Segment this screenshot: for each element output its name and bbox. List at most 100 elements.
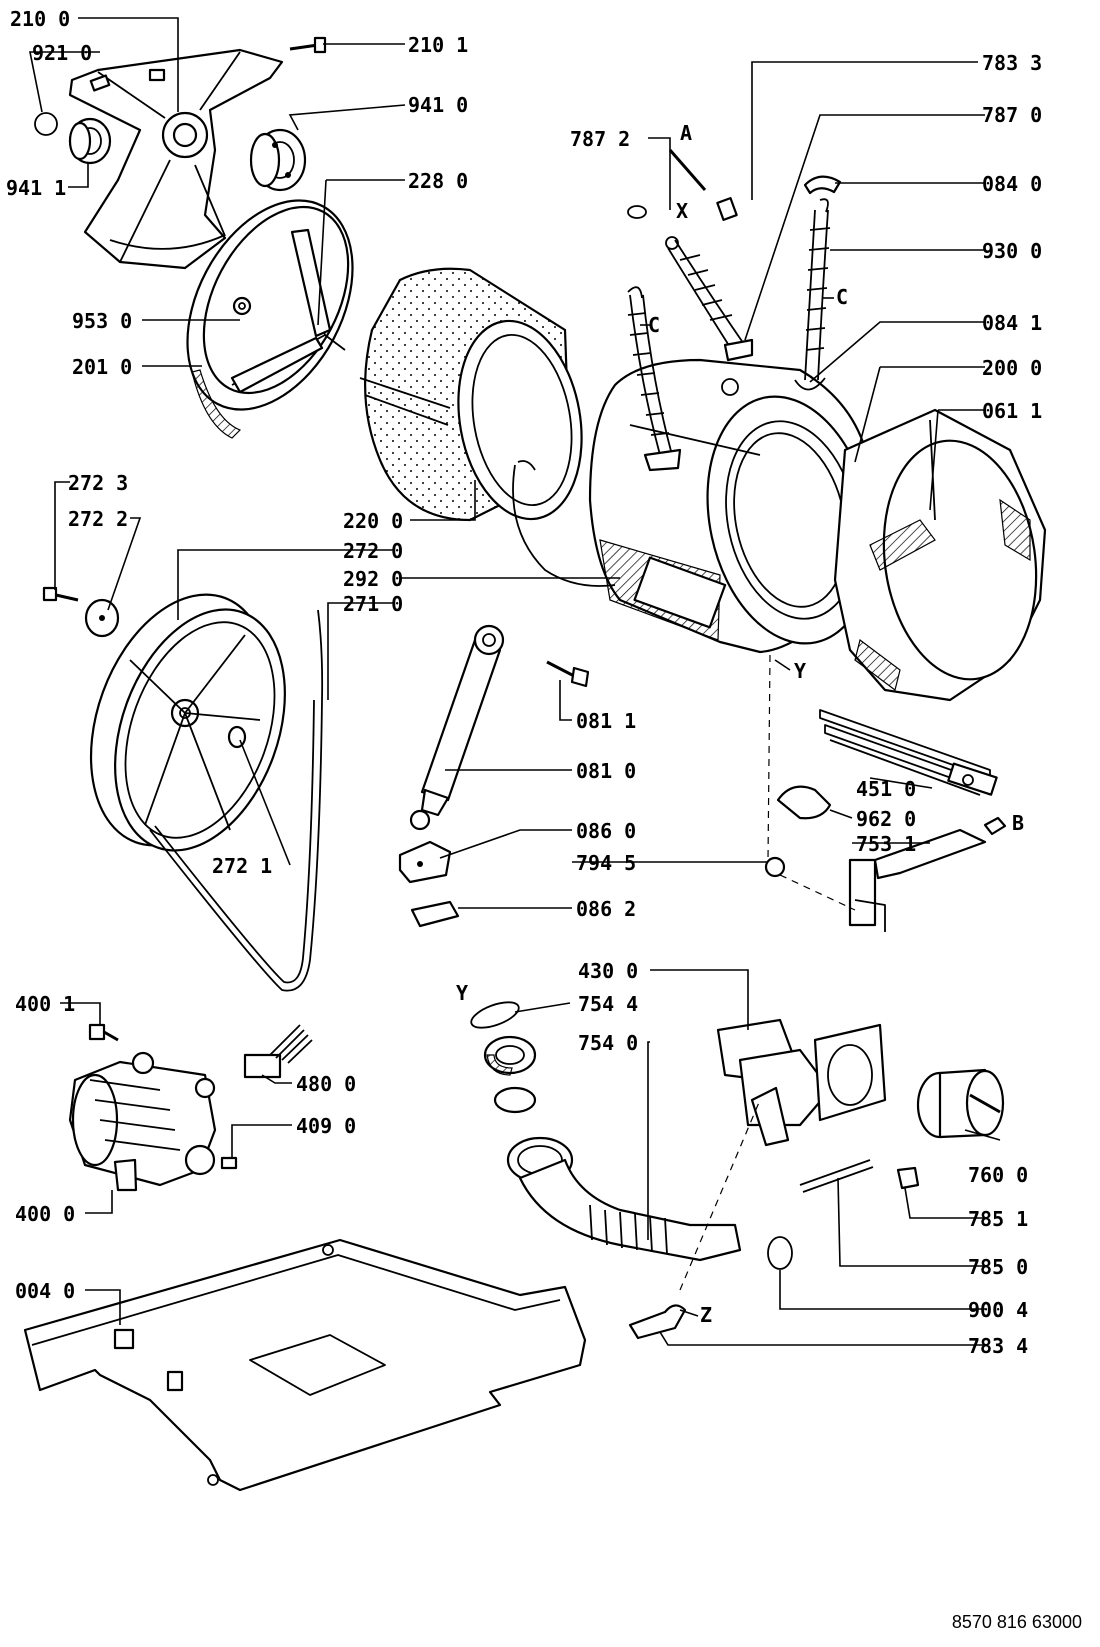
- letter-y-sump: Y: [456, 981, 468, 1005]
- label-941-1: 941 1: [6, 176, 66, 200]
- spring-hook-bottom-part: [794, 377, 826, 391]
- bearing-small-part: [68, 117, 112, 165]
- label-754-0: 754 0: [578, 1031, 638, 1055]
- label-400-0: 400 0: [15, 1202, 75, 1226]
- label-086-0: 086 0: [576, 819, 636, 843]
- bracket-clip-part: [410, 900, 460, 928]
- heater-seal-part: [776, 785, 832, 820]
- label-962-0: 962 0: [856, 807, 916, 831]
- label-430-0: 430 0: [578, 959, 638, 983]
- leader-lines: [29, 17, 1001, 1346]
- label-783-3: 783 3: [982, 51, 1042, 75]
- label-753-1: 753 1: [856, 832, 916, 856]
- letter-c-right: C: [836, 285, 848, 309]
- label-787-0: 787 0: [982, 103, 1042, 127]
- motor-clip-part: [220, 1156, 238, 1170]
- sump-ring-part: [483, 1035, 537, 1076]
- label-787-2: 787 2: [570, 127, 630, 151]
- suspension-spring-right-part: [804, 198, 831, 381]
- sump-valve-part: [493, 1086, 537, 1114]
- perforated-drum-part: [359, 267, 583, 522]
- label-480-0: 480 0: [296, 1072, 356, 1096]
- label-084-1: 084 1: [982, 311, 1042, 335]
- bearing-large-part: [249, 128, 307, 192]
- document-reference-number: 8570 816 63000: [951, 1612, 1082, 1632]
- motor-screw-part: [88, 1023, 119, 1042]
- hose-holder-part: [848, 816, 1007, 932]
- elbow-hose-part: [628, 1304, 687, 1340]
- label-451-0: 451 0: [856, 777, 916, 801]
- label-785-1: 785 1: [968, 1207, 1028, 1231]
- letter-b: B: [1012, 811, 1024, 835]
- suspension-spring-left-part: [627, 286, 682, 472]
- label-081-1: 081 1: [576, 709, 636, 733]
- circlip-part: [34, 112, 58, 136]
- grommet-part: [764, 856, 786, 878]
- label-201-0: 201 0: [72, 355, 132, 379]
- heater-element-part: [819, 709, 998, 796]
- label-785-0: 785 0: [968, 1255, 1028, 1279]
- sump-hose-part: [506, 1136, 742, 1262]
- label-400-1: 400 1: [15, 992, 75, 1016]
- label-272-3: 272 3: [68, 471, 128, 495]
- letter-callouts: A X C C Y B Y Z: [456, 121, 1024, 1327]
- label-200-0: 200 0: [982, 356, 1042, 380]
- letter-c-left: C: [648, 313, 660, 337]
- pump-hose-small-part: [799, 1159, 874, 1193]
- screw-part: [289, 36, 327, 54]
- label-061-1: 061 1: [982, 399, 1042, 423]
- absorber-bracket-part: [398, 840, 452, 884]
- drum-spider-part: [68, 48, 284, 270]
- pump-filter-part: [916, 1068, 1005, 1139]
- label-941-0: 941 0: [408, 93, 468, 117]
- motor-part: [68, 1051, 217, 1192]
- label-754-4: 754 4: [578, 992, 638, 1016]
- part-labels: 210 0 921 0 941 1 210 1 941 0 787 2 228 …: [6, 7, 1042, 1358]
- outer-tub-part: [588, 358, 874, 654]
- label-930-0: 930 0: [982, 239, 1042, 263]
- label-210-0: 210 0: [10, 7, 70, 31]
- letter-a: A: [680, 121, 692, 145]
- label-272-0: 272 0: [343, 539, 403, 563]
- label-953-0: 953 0: [72, 309, 132, 333]
- absorber-bolt-part: [546, 660, 590, 688]
- label-292-0: 292 0: [343, 567, 403, 591]
- base-plate-part: [23, 1238, 587, 1492]
- label-081-0: 081 0: [576, 759, 636, 783]
- label-086-2: 086 2: [576, 897, 636, 921]
- pulley-screw-part: [42, 586, 79, 602]
- front-counterweight-part: [833, 408, 1047, 702]
- spring-hook-top-part: [803, 175, 842, 195]
- label-760-0: 760 0: [968, 1163, 1028, 1187]
- pulley-washer-part: [84, 598, 120, 638]
- label-004-0: 004 0: [15, 1279, 75, 1303]
- label-271-0: 271 0: [343, 592, 403, 616]
- dashed-link-lines: [679, 654, 856, 1291]
- label-900-4: 900 4: [968, 1298, 1028, 1322]
- label-409-0: 409 0: [296, 1114, 356, 1138]
- rear-tub-part: [186, 199, 354, 439]
- pressure-switch-part: [668, 149, 738, 221]
- hose-clamp-part: [767, 1236, 793, 1270]
- gasket-wire-part: [512, 460, 616, 587]
- label-210-1: 210 1: [408, 33, 468, 57]
- label-272-1: 272 1: [212, 854, 272, 878]
- label-272-2: 272 2: [68, 507, 128, 531]
- label-783-4: 783 4: [968, 1334, 1028, 1358]
- letter-x: X: [676, 199, 688, 223]
- air-trap-hose-part: [665, 236, 754, 362]
- drive-belt-part: [149, 609, 324, 992]
- label-794-5: 794 5: [576, 851, 636, 875]
- drum-pulley-part: [89, 593, 286, 852]
- pump-clip-part: [896, 1166, 920, 1190]
- letter-z: Z: [700, 1303, 712, 1327]
- hose-clip-part: [627, 205, 647, 219]
- motor-connector-part: [243, 1024, 313, 1079]
- sump-clamp-part: [470, 1001, 520, 1029]
- label-228-0: 228 0: [408, 169, 468, 193]
- label-921-0: 921 0: [32, 41, 92, 65]
- shock-absorber-part: [409, 624, 505, 831]
- drain-pump-part: [716, 1018, 887, 1147]
- letter-y-tub: Y: [794, 659, 806, 683]
